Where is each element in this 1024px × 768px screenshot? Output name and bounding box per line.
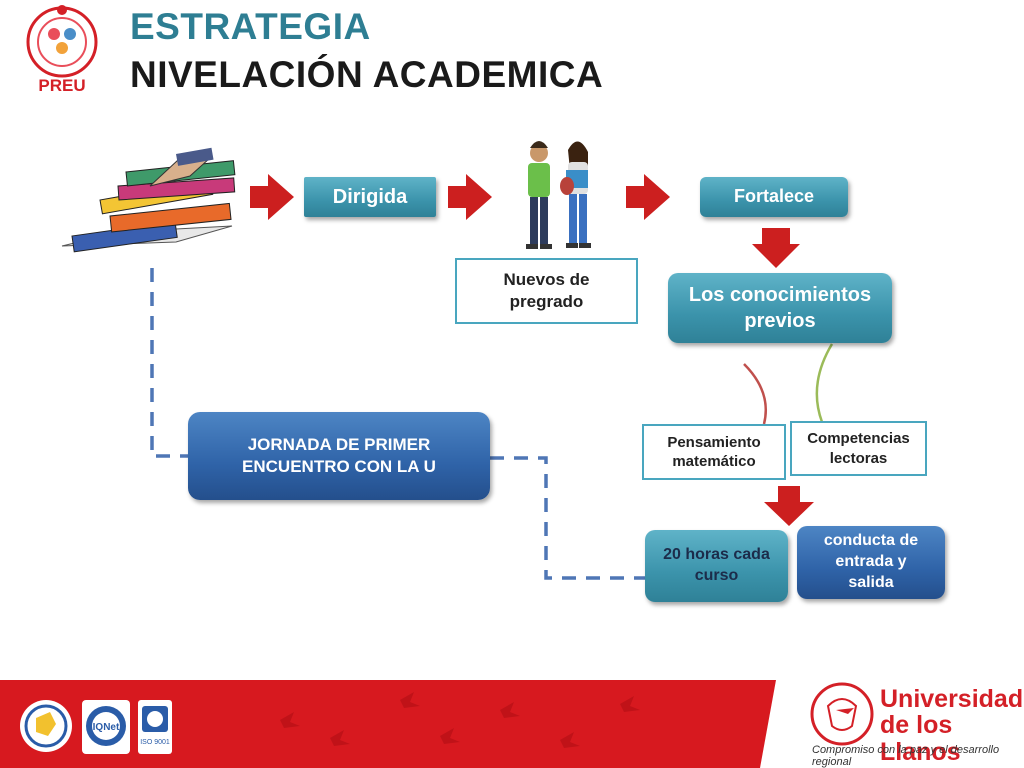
iso-certification-icon: ISO 9001	[138, 700, 172, 754]
svg-text:ISO 9001: ISO 9001	[140, 739, 170, 746]
dashed-connector-books-to-jornada	[150, 268, 188, 458]
conocimientos-previos-box: Los conocimientos previos	[668, 273, 892, 343]
box-line: Competencias	[807, 430, 910, 447]
competencias-lectoras-box: Competencias lectoras	[790, 421, 927, 476]
arrow-right-icon	[626, 174, 670, 220]
box-line: 20 horas cada	[663, 546, 770, 564]
arrow-right-icon	[448, 174, 492, 220]
box-line: Los conocimientos	[688, 284, 872, 306]
box-line: Nuevos de	[503, 269, 590, 289]
iqnet-certification-icon: IQNet	[82, 700, 130, 754]
connector-curve-green	[815, 343, 834, 423]
box-line: conducta de	[823, 532, 919, 550]
dashed-connector-jornada-to-horas	[490, 456, 645, 580]
box-line: lectoras	[829, 449, 888, 467]
dirigida-box: Dirigida	[304, 177, 436, 217]
box-line: curso	[694, 567, 739, 584]
university-name-line: Universidad	[880, 685, 1024, 713]
box-line: Pensamiento	[667, 433, 761, 451]
jornada-primer-encuentro-box: JORNADA DE PRIMER ENCUENTRO CON LA U	[188, 412, 490, 500]
conducta-entrada-salida-box: conducta de entrada y salida	[797, 526, 945, 599]
box-line: salida	[848, 573, 894, 591]
page-title-line-2: NIVELACIÓN ACADEMICA	[130, 54, 604, 95]
preu-logo	[26, 5, 98, 78]
arrow-down-icon	[752, 228, 800, 268]
pensamiento-matematico-box: Pensamiento matemático	[642, 424, 786, 480]
svg-text:IQNet: IQNet	[93, 722, 120, 733]
box-line: previos	[744, 310, 816, 332]
university-name-line: de los Llanos	[880, 711, 961, 766]
red-arrows	[250, 174, 814, 526]
arrow-down-icon	[764, 486, 814, 526]
diagram-connectors	[61, 141, 834, 580]
preu-logo-text: PREU	[38, 76, 86, 95]
box-line: matemático	[672, 453, 756, 470]
veinte-horas-box: 20 horas cada curso	[645, 530, 788, 602]
box-line: pregrado	[509, 292, 584, 311]
university-tagline: Compromiso con la paz y el desarrollo re…	[812, 744, 1000, 768]
books-illustration	[61, 147, 236, 253]
arrow-right-icon	[250, 174, 294, 220]
students-illustration	[526, 141, 591, 249]
nuevos-pregrado-box: Nuevos de pregrado	[455, 258, 638, 324]
unillanos-seal-icon	[810, 682, 874, 746]
footer-banner: IQNet ISO 9001	[0, 680, 874, 768]
page-title-line-1: ESTRATEGIA	[130, 6, 371, 47]
box-line: JORNADA DE PRIMER	[247, 434, 431, 454]
fortalece-box: Fortalece	[700, 177, 848, 217]
box-line: ENCUENTRO CON LA U	[242, 457, 436, 476]
university-name: Universidad de los Llanos	[880, 685, 1024, 766]
connector-curve-red	[743, 363, 768, 425]
box-line: entrada y	[835, 553, 907, 571]
colombia-certification-icon	[20, 700, 72, 752]
